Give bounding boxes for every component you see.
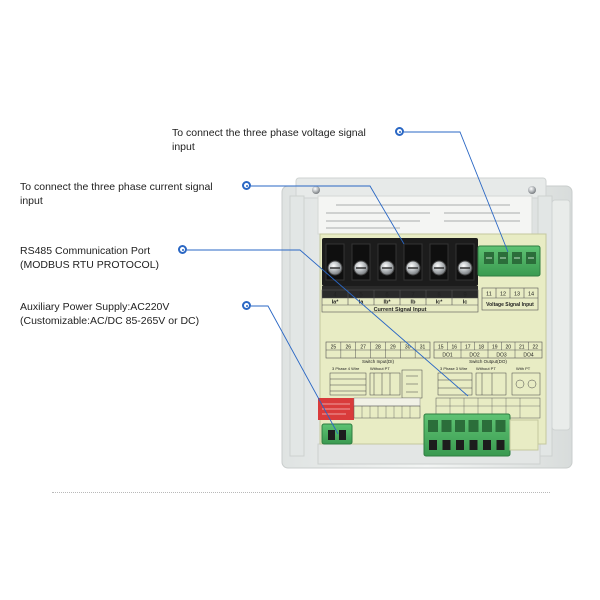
- wiring-diagrams: 3 Phase 4 Wire Without PT 3 Phase 3 Wire…: [329, 366, 541, 399]
- io-connector-pin[interactable]: [468, 420, 479, 450]
- current-terminal-label: Ib*: [383, 300, 391, 306]
- callout-voltage-line1: To connect the three phase voltage signa…: [172, 127, 366, 139]
- wiring-without-pt-right: Without PT: [476, 366, 496, 371]
- switch-tables: 25 26 27 28 29 30 31 Switch Input(DI) 15 16 17 18…: [325, 341, 543, 364]
- current-terminal-label: Ic*: [436, 300, 444, 306]
- current-terminal-screw[interactable]: [325, 243, 345, 281]
- voltage-terminal-number: 13: [514, 292, 520, 298]
- callout-current-line1: To connect the three phase current signa…: [20, 181, 213, 193]
- callout-rs485-line1: RS485 Communication Port: [20, 245, 151, 257]
- voltage-terminal-screw[interactable]: [484, 252, 494, 264]
- switch-output-number: 19: [492, 345, 498, 351]
- current-terminal-number: 8: [437, 293, 441, 299]
- callout-power: Auxiliary Power Supply:AC220V (Customiza…: [20, 300, 199, 328]
- voltage-terminal-number: 11: [486, 292, 492, 298]
- wiring-without-pt-left: Without PT: [370, 366, 390, 371]
- current-signal-input-title: Current Signal Input: [374, 307, 427, 313]
- callout-rs485-marker: [178, 245, 187, 254]
- voltage-terminal-screw[interactable]: [512, 252, 522, 264]
- switch-input-number: 25: [331, 345, 337, 351]
- current-terminal-number: 6: [385, 293, 389, 299]
- leader-lines: [187, 131, 509, 435]
- current-terminal-number: 5: [359, 293, 363, 299]
- callout-voltage-line2: input: [172, 141, 195, 153]
- callout-current-line2: input: [20, 195, 43, 207]
- auxiliary-power-connector: [321, 423, 353, 445]
- switch-input-number: 29: [390, 345, 396, 351]
- current-terminal-number: 9: [463, 293, 467, 299]
- current-terminal-screw[interactable]: [351, 243, 371, 281]
- current-terminal-screw[interactable]: [429, 243, 449, 281]
- current-terminal-label: Ic: [463, 300, 468, 306]
- callout-power-line1: Auxiliary Power Supply:AC220V: [20, 301, 170, 313]
- io-connector-pin[interactable]: [428, 420, 438, 450]
- switch-output-label: DO4: [523, 353, 534, 359]
- current-terminal-number: 7: [411, 293, 415, 299]
- callout-current-marker: [242, 181, 251, 190]
- callout-rs485: RS485 Communication Port (MODBUS RTU PRO…: [20, 244, 159, 272]
- voltage-terminal-number: 14: [528, 292, 534, 298]
- current-terminal-screw[interactable]: [455, 243, 475, 281]
- callout-voltage: To connect the three phase voltage signa…: [172, 126, 366, 154]
- callout-power-line2: (Customizable:AC/DC 85-265V or DC): [20, 315, 200, 327]
- switch-io-connector: [423, 413, 539, 457]
- switch-input-number: 27: [360, 345, 366, 351]
- callout-current: To connect the three phase current signa…: [20, 180, 213, 208]
- switch-input-number: 31: [420, 345, 426, 351]
- current-terminal-label: Ia: [359, 300, 365, 306]
- switch-output-number: 20: [505, 345, 511, 351]
- switch-output-title: Switch Output(DO): [469, 359, 507, 364]
- current-terminal-screw[interactable]: [377, 243, 397, 281]
- bottom-divider: [52, 492, 550, 493]
- callout-rs485-line2: (MODBUS RTU PROTOCOL): [20, 259, 160, 271]
- io-connector-pin[interactable]: [482, 420, 492, 450]
- io-connector-pin[interactable]: [441, 420, 452, 450]
- wiring-3p3w-label: 3 Phase 3 Wire: [440, 366, 468, 371]
- switch-output-label: DO1: [442, 353, 453, 359]
- current-terminal-block: [322, 238, 478, 298]
- voltage-terminal-screw[interactable]: [526, 252, 536, 264]
- spec-label: [317, 195, 533, 235]
- current-terminal-table: 4Ia* 5Ia 6Ib* 7Ib 8Ic* 9Ic Current Signal Inp…: [321, 289, 479, 313]
- voltage-terminal-number: 12: [500, 292, 506, 298]
- wiring-with-pt: With PT: [516, 366, 531, 371]
- switch-output-number: 18: [478, 345, 484, 351]
- switch-output-number: 15: [438, 345, 444, 351]
- switch-input-number: 28: [375, 345, 381, 351]
- wiring-3p4w-label: 3 Phase 4 Wire: [332, 366, 360, 371]
- switch-input-number: 26: [346, 345, 352, 351]
- current-terminal-label: Ia*: [332, 300, 340, 306]
- voltage-terminal-screw[interactable]: [498, 252, 508, 264]
- callout-voltage-marker: [395, 127, 404, 136]
- switch-output-label: DO2: [469, 353, 480, 359]
- switch-output-label: DO3: [496, 353, 507, 359]
- switch-output-number: 22: [532, 345, 538, 351]
- current-terminal-number: 4: [333, 293, 337, 299]
- current-terminal-screw[interactable]: [403, 243, 423, 281]
- switch-output-number: 21: [519, 345, 525, 351]
- voltage-signal-input-title: Voltage Signal Input: [486, 302, 534, 308]
- voltage-terminal-block: 11 12 13 14 Voltage Signal Input: [477, 245, 541, 311]
- switch-output-number: 16: [451, 345, 457, 351]
- io-connector-pin[interactable]: [455, 420, 465, 450]
- switch-input-number: 30: [405, 345, 411, 351]
- callout-power-marker: [242, 301, 251, 310]
- case-screws: [312, 186, 536, 194]
- io-connector-pin[interactable]: [495, 420, 506, 450]
- switch-input-title: Switch Input(DI): [362, 359, 395, 364]
- switch-output-number: 17: [465, 345, 471, 351]
- current-terminal-label: Ib: [411, 300, 417, 306]
